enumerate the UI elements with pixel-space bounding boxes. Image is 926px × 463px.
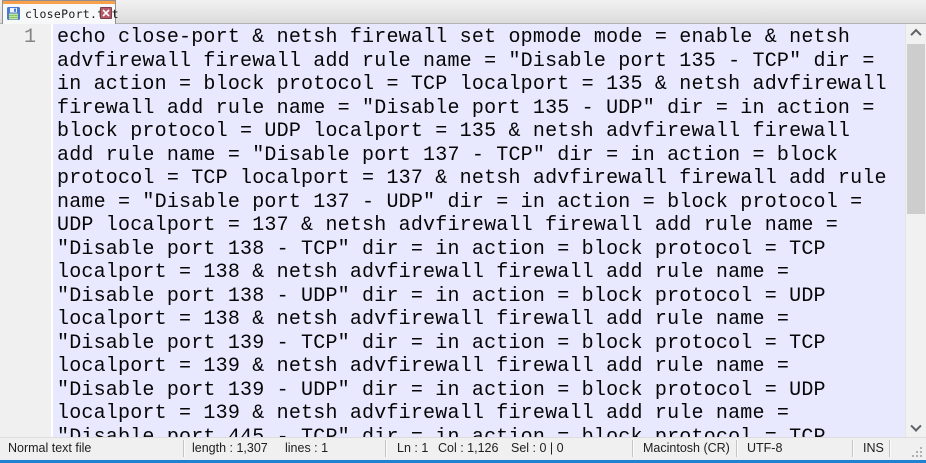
editor-line: block protocol = UDP localport = 135 & n… <box>57 120 851 143</box>
status-divider <box>889 440 891 457</box>
status-column-position: Col : 1,126 <box>438 441 499 455</box>
scrollbar-thumb[interactable] <box>907 44 925 214</box>
editor-line: UDP localport = 137 & netsh advfirewall … <box>57 214 838 237</box>
tab-closeport-txt[interactable]: closePort.txt <box>2 0 119 24</box>
status-selection: Sel : 0 | 0 <box>511 441 564 455</box>
status-lines: lines : 1 <box>285 441 329 455</box>
editor-line: "Disable port 139 - TCP" dir = in action… <box>57 331 826 355</box>
chevron-down-icon <box>910 420 922 432</box>
line-number-gutter: 1 <box>0 24 53 437</box>
status-encoding: UTF-8 <box>747 441 783 455</box>
close-icon[interactable] <box>100 7 112 19</box>
editor-line: protocol = TCP localport = 137 & netsh a… <box>57 167 887 190</box>
status-length: length : 1,307 <box>192 441 268 455</box>
status-divider <box>385 440 387 457</box>
editor-line: "Disable port 138 - UDP" dir = in action… <box>57 284 826 308</box>
status-divider <box>632 440 634 457</box>
editor-line: "Disable port 138 - TCP" dir = in action… <box>57 237 826 261</box>
status-divider <box>852 440 854 457</box>
chevron-up-icon <box>910 28 922 40</box>
status-eol-format: Macintosh (CR) <box>643 441 730 455</box>
resize-grip-icon[interactable] <box>912 446 923 457</box>
editor-pane: 1 echo close-port & netsh firewall set o… <box>0 24 905 437</box>
status-divider <box>183 440 185 457</box>
status-line-position: Ln : 1 <box>397 441 429 455</box>
tab-bar: closePort.txt <box>0 0 926 24</box>
floppy-disk-icon <box>7 7 20 20</box>
editor-line: advfirewall firewall add rule name = "Di… <box>57 49 875 73</box>
editor-line: localport = 139 & netsh advfirewall fire… <box>57 355 790 378</box>
status-file-type: Normal text file <box>8 441 92 455</box>
editor-line: echo close-port & netsh firewall set opm… <box>57 26 851 49</box>
window-bottom-border <box>0 460 926 463</box>
status-typing-mode[interactable]: INS <box>863 441 884 455</box>
active-tab-accent <box>3 1 115 4</box>
editor-line: "Disable port 445 - TCP" dir = in action… <box>57 425 826 438</box>
editor-line: localport = 139 & netsh advfirewall fire… <box>57 402 790 425</box>
scroll-down-button[interactable] <box>906 420 926 437</box>
editor-line: localport = 138 & netsh advfirewall fire… <box>57 308 790 331</box>
status-divider <box>736 440 738 457</box>
editor-text-area[interactable]: echo close-port & netsh firewall set opm… <box>57 26 905 437</box>
editor-line: add rule name = "Disable port 137 - TCP"… <box>57 143 838 167</box>
scroll-up-button[interactable] <box>906 24 926 41</box>
tab-title: closePort.txt <box>25 7 119 21</box>
vertical-scrollbar[interactable] <box>905 24 926 437</box>
status-bar: Normal text file length : 1,307 lines : … <box>0 437 926 460</box>
line-number[interactable]: 1 <box>23 26 36 49</box>
editor-line: localport = 138 & netsh advfirewall fire… <box>57 261 790 284</box>
editor-line: name = "Disable port 137 - UDP" dir = in… <box>57 190 863 214</box>
editor-line: firewall add rule name = "Disable port 1… <box>57 96 875 120</box>
editor-line: "Disable port 139 - UDP" dir = in action… <box>57 378 826 402</box>
editor-line: in action = block protocol = TCP localpo… <box>57 73 887 96</box>
